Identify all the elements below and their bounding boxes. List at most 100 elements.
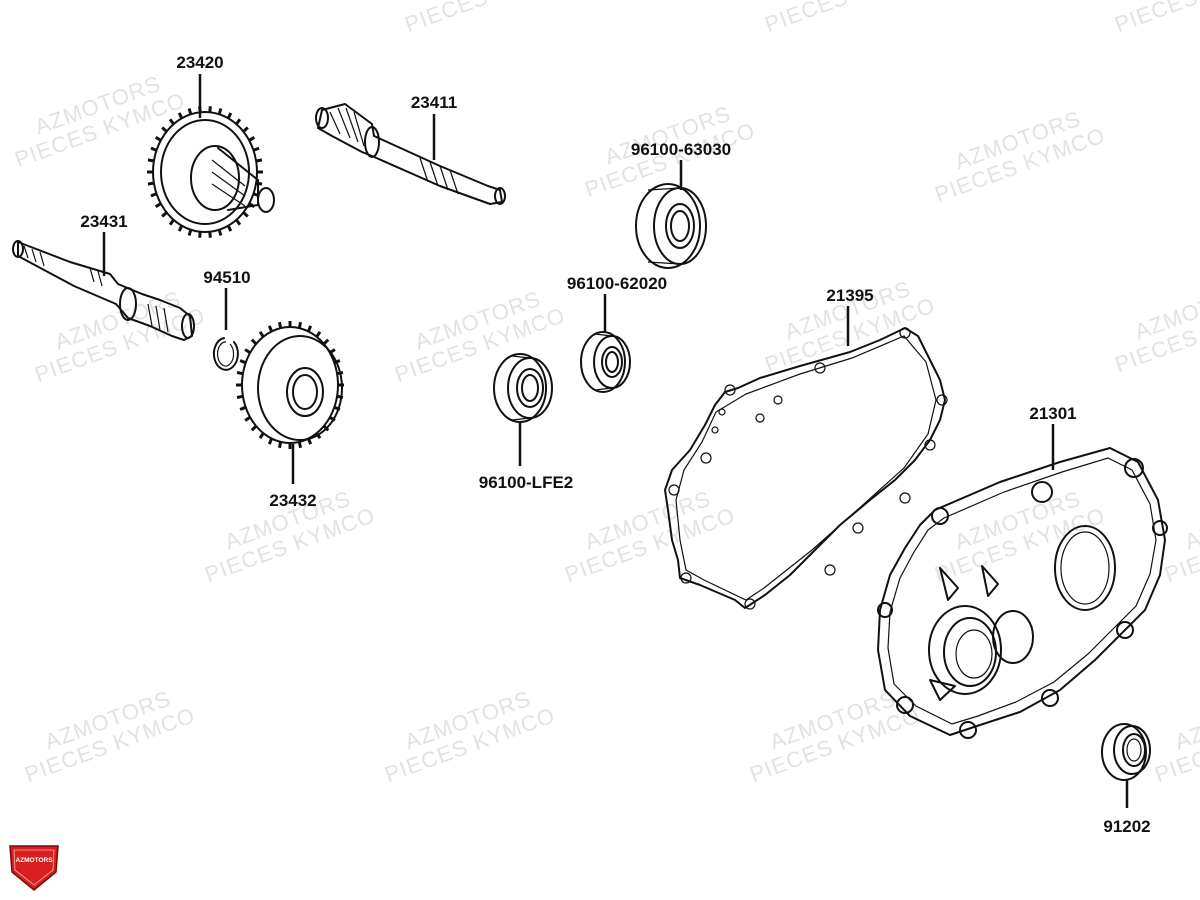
gear-tooth xyxy=(235,118,242,126)
gear-tooth xyxy=(267,325,274,332)
gear-tooth xyxy=(217,229,223,236)
watermark-text: AZMOTORSPIECES KYMCO xyxy=(738,680,923,787)
gear-tooth xyxy=(236,371,244,376)
gear-tooth xyxy=(315,330,322,338)
label-94510: 94510 xyxy=(203,268,250,287)
gear-teeth xyxy=(147,106,263,238)
watermark-text: AZMOTORSPIECES KYMCO xyxy=(753,0,938,37)
gear-tooth xyxy=(235,218,242,226)
part-23432-gear[interactable] xyxy=(236,321,344,449)
watermark-text: AZMOTORSPIECES KYMCO xyxy=(1103,0,1200,37)
callout-23411: 23411 xyxy=(411,93,457,160)
logo-text: AZMOTORS xyxy=(15,857,53,864)
watermark-text: AZMOTORSPIECES KYMCO xyxy=(1103,270,1200,377)
callout-23432: 23432 xyxy=(269,444,317,510)
part-91202-seal[interactable] xyxy=(1101,723,1151,781)
watermark-text: AZMOTORSPIECES KYMCO xyxy=(553,480,738,587)
gear-tooth xyxy=(154,135,162,142)
callout-96100-63030: 96100-63030 xyxy=(631,140,731,190)
gear-tooth xyxy=(322,338,330,346)
gear-tooth xyxy=(198,231,202,238)
gear-teeth xyxy=(236,321,344,449)
gear-tooth xyxy=(306,325,313,332)
logo-shield-icon xyxy=(9,845,59,891)
gear-tooth xyxy=(306,438,313,445)
watermark-text: AZMOTORSPIECES KYMCO xyxy=(373,680,558,787)
gear-tooth xyxy=(226,225,233,232)
gear-tooth xyxy=(297,321,303,329)
gear-tooth xyxy=(244,415,251,422)
part-94510-circlip[interactable] xyxy=(212,337,239,371)
label-21301: 21301 xyxy=(1029,404,1076,423)
gear-tooth xyxy=(226,112,233,119)
callout-23431: 23431 xyxy=(80,212,128,276)
gear-tooth xyxy=(147,158,155,163)
watermark-text: AZMOTORSPIECES KYMCO xyxy=(1143,680,1200,787)
part-96100-63030-bearing[interactable] xyxy=(635,183,707,269)
gear-tooth xyxy=(239,405,247,411)
gear-tooth xyxy=(297,441,303,449)
gear-tooth xyxy=(322,424,330,432)
part-96100-LFE2-bearing[interactable] xyxy=(493,353,553,423)
gear-tooth xyxy=(242,126,249,133)
gear-tooth xyxy=(177,225,184,232)
gear-tooth xyxy=(242,211,249,218)
gear-tooth xyxy=(315,432,322,440)
gear-tooth xyxy=(154,202,162,209)
gear-tooth xyxy=(244,348,251,355)
label-23432: 23432 xyxy=(269,491,316,510)
callout-94510: 94510 xyxy=(203,268,251,330)
gear-tooth xyxy=(333,405,341,411)
part-21301-cover[interactable] xyxy=(877,447,1168,739)
watermark-text: AZMOTORSPIECES KYMCO xyxy=(3,65,188,172)
callout-96100-62020: 96100-62020 xyxy=(567,274,667,332)
part-21395-gasket[interactable] xyxy=(664,327,948,610)
gear-tooth xyxy=(161,126,168,133)
gear-tooth xyxy=(168,118,175,126)
gear-tooth xyxy=(187,108,193,115)
gear-tooth xyxy=(333,359,341,365)
gear-tooth xyxy=(336,371,344,376)
label-23411: 23411 xyxy=(411,93,457,112)
callout-21395: 21395 xyxy=(826,286,874,346)
gear-tooth xyxy=(168,218,175,226)
watermark-text: AZMOTORSPIECES KYMCO xyxy=(923,480,1108,587)
gear-tooth xyxy=(277,441,283,449)
gear-tooth xyxy=(336,394,344,399)
gear-tooth xyxy=(208,231,212,238)
gear-tooth xyxy=(255,181,263,186)
part-23420-gear-cluster[interactable] xyxy=(147,106,275,238)
gear-tooth xyxy=(150,146,158,152)
callout-96100-LFE2: 96100-LFE2 xyxy=(479,422,574,492)
callout-23420: 23420 xyxy=(176,53,224,118)
watermark-text: AZMOTORSPIECES KYMCO xyxy=(923,100,1108,207)
part-23411-shaft[interactable] xyxy=(315,103,506,205)
gear-tooth xyxy=(250,338,258,346)
gear-tooth xyxy=(267,438,274,445)
gear-tooth xyxy=(150,192,158,198)
gear-tooth xyxy=(258,432,265,440)
gear-tooth xyxy=(258,330,265,338)
gear-tooth xyxy=(277,321,283,329)
gear-tooth xyxy=(329,415,336,422)
callout-21301: 21301 xyxy=(1029,404,1077,470)
watermark-text: AZMOTORSPIECES KYMCO xyxy=(393,0,578,37)
callout-91202: 91202 xyxy=(1103,780,1151,836)
gear-tooth xyxy=(255,158,263,163)
gear-tooth xyxy=(236,394,244,399)
gear-tooth xyxy=(177,112,184,119)
label-96100-LFE2: 96100-LFE2 xyxy=(479,473,574,492)
label-21395: 21395 xyxy=(826,286,873,305)
label-23431: 23431 xyxy=(80,212,127,231)
watermark-text: AZMOTORSPIECES KYMCO xyxy=(383,280,568,387)
part-23431-shaft[interactable] xyxy=(12,240,195,341)
gear-tooth xyxy=(239,359,247,365)
label-96100-62020: 96100-62020 xyxy=(567,274,667,293)
gear-tooth xyxy=(208,106,212,113)
part-96100-62020-bearing[interactable] xyxy=(580,331,631,393)
gear-tooth xyxy=(248,135,256,142)
gear-tooth xyxy=(187,229,193,236)
label-91202: 91202 xyxy=(1103,817,1150,836)
gear-tooth xyxy=(161,211,168,218)
